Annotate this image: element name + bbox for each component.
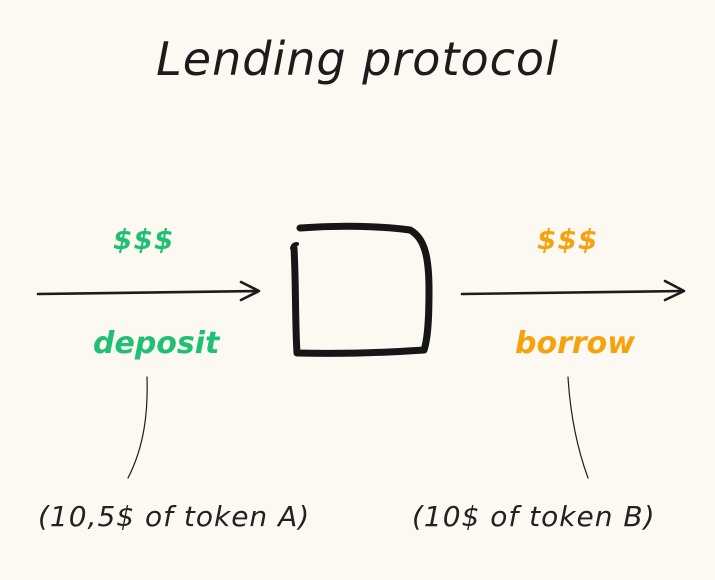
deposit-connector-line: [127, 376, 148, 479]
deposit-label: deposit: [93, 326, 220, 361]
borrow-money-label: $$$: [537, 223, 599, 256]
borrow-arrow: [460, 279, 686, 302]
deposit-money-label: $$$: [113, 223, 175, 256]
borrow-note: (10$ of token B): [412, 500, 656, 533]
borrow-connector-line: [567, 376, 589, 479]
deposit-arrow: [36, 280, 261, 302]
diagram-title: Lending protocol: [156, 32, 559, 86]
borrow-label: borrow: [515, 326, 635, 361]
deposit-note: (10,5$ of token A): [38, 500, 311, 533]
protocol-box-icon: [290, 222, 433, 357]
